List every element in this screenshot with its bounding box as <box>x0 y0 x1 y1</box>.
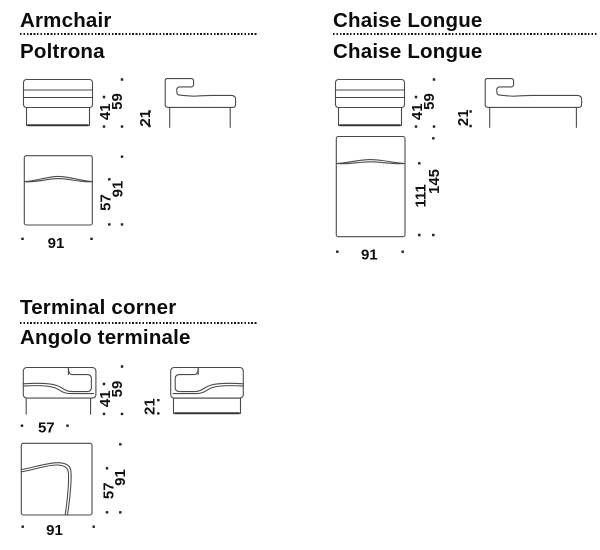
terminal-dim-leg-height: 21 <box>142 398 159 415</box>
terminal-plan-view <box>20 442 93 516</box>
chaise-front-base <box>337 106 403 127</box>
terminal-plan-outline <box>20 442 93 516</box>
armchair-plan-outline <box>23 155 93 226</box>
chaise-title-en: Chaise Longue <box>333 9 483 32</box>
armchair-side-view <box>164 78 237 128</box>
chaise-dim-seat-depth: 111 <box>413 184 430 207</box>
chaise-title-it: Chaise Longue <box>333 40 483 64</box>
armchair-dim-total-depth: 91 <box>109 181 126 198</box>
terminal-front-view-left <box>22 366 97 415</box>
chaise-drawings: 41 59 21 111 145 91 <box>334 78 583 264</box>
terminal-plan-armrest-outer <box>20 462 72 516</box>
armchair-dim-seat-depth: 57 <box>97 194 114 211</box>
terminal-front-left-legs <box>25 397 92 415</box>
armchair-plan-view <box>23 155 93 226</box>
armchair-side-legs <box>169 106 231 128</box>
terminal-dim-seat-width: 57 <box>38 420 55 437</box>
armchair-front-base <box>25 106 91 127</box>
armchair-plan-cushion-seam-lower <box>23 178 93 183</box>
chaise-plan-view <box>335 135 406 238</box>
armchair-divider <box>20 33 258 36</box>
armchair-plan-cushion-seam-upper <box>23 175 93 183</box>
armchair-front-view <box>22 78 94 127</box>
terminal-drawings: 41 59 21 57 57 91 91 <box>20 365 244 539</box>
terminal-dim-total-depth: 91 <box>112 469 129 486</box>
terminal-front-view-right <box>170 366 244 415</box>
chaise-side-outline <box>484 78 583 108</box>
terminal-dim-ticks <box>20 365 160 528</box>
armchair-front-body <box>22 78 94 109</box>
chaise-dim-ticks <box>336 78 472 253</box>
chaise-divider <box>333 33 597 36</box>
terminal-front-left-armrest-outline <box>22 366 92 393</box>
chaise-dim-seat-height: 41 <box>409 103 426 120</box>
chaise-front-view <box>334 78 406 127</box>
chaise-dim-width: 91 <box>361 247 378 264</box>
chaise-dim-leg-height: 21 <box>455 109 472 126</box>
armchair-title-it: Poltrona <box>20 40 105 64</box>
armchair-drawings: 41 59 21 57 91 91 <box>21 78 237 252</box>
armchair-front-seams <box>22 89 94 99</box>
terminal-dim-seat-depth: 57 <box>101 482 118 499</box>
terminal-front-left-body <box>22 366 97 399</box>
chaise-front-seams <box>334 89 406 99</box>
chaise-dim-total-height: 59 <box>421 93 438 110</box>
armchair-title-en: Armchair <box>20 9 112 32</box>
terminal-front-left-seat-seam <box>22 385 95 395</box>
armchair-dim-seat-height: 41 <box>97 103 114 120</box>
terminal-front-right-armrest-outline <box>174 366 244 393</box>
terminal-dim-width: 91 <box>46 522 63 539</box>
terminal-title-en: Terminal corner <box>20 295 177 319</box>
terminal-front-right-seat-seam <box>172 385 244 395</box>
chaise-dim-total-depth: 145 <box>426 169 443 194</box>
armchair-dim-leg-height: 21 <box>137 110 154 127</box>
terminal-plan-armrest-inner <box>20 464 70 516</box>
chaise-plan-outline <box>335 135 406 238</box>
chaise-plan-cushion-seam-upper <box>335 159 406 165</box>
chaise-side-legs <box>489 106 577 128</box>
chaise-plan-cushion-seam-lower <box>335 161 406 165</box>
chaise-side-view <box>484 78 583 128</box>
terminal-front-right-base <box>172 397 242 414</box>
terminal-divider <box>20 322 258 325</box>
armchair-side-outline <box>164 78 237 108</box>
terminal-dim-seat-height: 41 <box>97 390 114 407</box>
armchair-dim-width: 91 <box>48 235 65 252</box>
chaise-front-body <box>334 78 406 109</box>
terminal-title-it: Angolo terminale <box>20 325 191 349</box>
armchair-dim-ticks <box>21 78 151 240</box>
terminal-dim-total-height: 59 <box>109 381 126 398</box>
armchair-dim-total-height: 59 <box>109 93 126 110</box>
